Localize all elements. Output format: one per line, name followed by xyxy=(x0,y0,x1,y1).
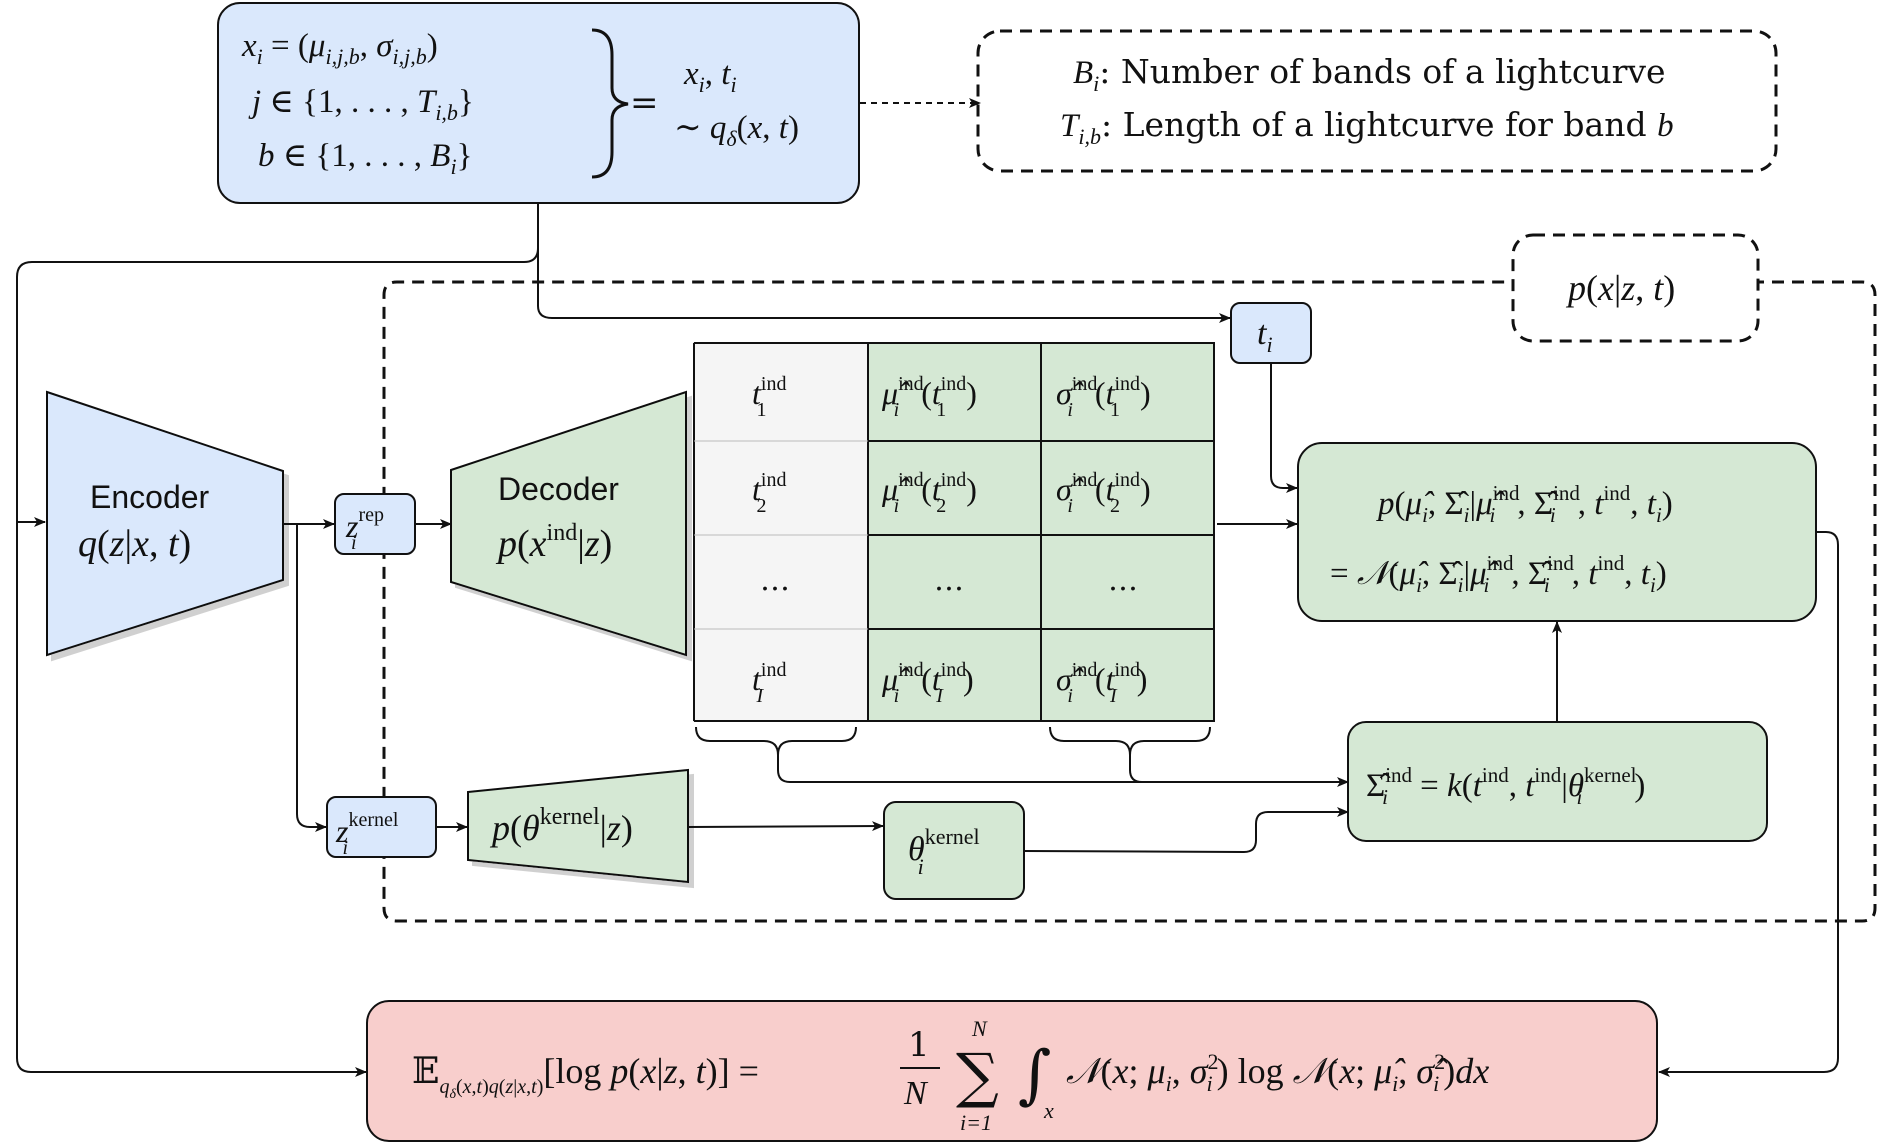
table-row-3-sigma: … xyxy=(1108,563,1138,598)
theta-to-kernel-line xyxy=(1023,807,1349,854)
encoder-to-zkernel-line xyxy=(296,524,327,832)
decoder-title: Decoder xyxy=(498,471,619,507)
theta-kernel-box xyxy=(883,801,1025,900)
input-line-3: b ∈ {1, . . . , Bi} xyxy=(258,138,472,179)
objective-sum-top: N xyxy=(971,1016,988,1041)
model-region xyxy=(382,280,1877,923)
likelihood-box xyxy=(1297,442,1817,622)
input-eq: = xyxy=(630,83,659,123)
objective-box xyxy=(366,1000,1658,1142)
objective-sum-bot: i=1 xyxy=(960,1110,992,1135)
objective-integral-sub: x xyxy=(1043,1098,1054,1123)
kernel-decoder-shape xyxy=(467,768,689,884)
objective-sum: ∑ xyxy=(956,1041,999,1111)
objective-frac-den: N xyxy=(903,1075,929,1112)
input-rhs-1: xi, ti xyxy=(683,56,737,97)
table-row-3-mu: … xyxy=(934,563,964,598)
ti-to-likelihood-line xyxy=(1270,363,1298,493)
t-column-brace xyxy=(695,726,857,756)
encoder-shape xyxy=(46,390,284,657)
likelihood-to-objective-line xyxy=(1658,531,1839,1077)
decoder-formula: p(xind|z) xyxy=(495,520,612,565)
objective-integral: ∫ xyxy=(1018,1038,1051,1112)
indexed-points-table xyxy=(693,342,1215,722)
input-line-1: xi = (μi,j,b, σi,j,b) xyxy=(241,28,438,69)
kdecoder-to-theta-arrow xyxy=(687,821,884,832)
model-label: p(x|z, t) xyxy=(1565,268,1675,308)
input-to-objective-line xyxy=(16,522,367,1077)
table-row-3-t: … xyxy=(760,563,790,598)
objective-frac-num: 1 xyxy=(908,1025,930,1065)
input-to-ti-line xyxy=(537,203,1231,323)
input-rhs-2: ∼ qδ(x, t) xyxy=(674,110,799,151)
decoder-shape xyxy=(450,390,687,657)
model-label-box xyxy=(1511,233,1760,343)
input-line-2: j ∈ {1, . . . , Ti,b} xyxy=(248,84,474,125)
t-i-label: ti xyxy=(1257,315,1273,357)
legend-line-2: Ti,b: Length of a lightcurve for band b xyxy=(1060,105,1674,149)
braces-to-kernel-line xyxy=(777,755,1349,787)
sigma-brace-connector xyxy=(1129,755,1143,783)
objective-lhs: 𝔼qδ(x,t)q(z|x,t)[log p(x|z, t)] = xyxy=(412,1051,759,1102)
kernel-decoder-formula: p(θkernel|z) xyxy=(489,804,633,848)
legend-line-1: Bi: Number of bands of a lightcurve xyxy=(1073,52,1666,96)
input-brace xyxy=(591,28,629,179)
encoder-formula: q(z|x, t) xyxy=(78,523,191,565)
sigma-column-brace xyxy=(1049,726,1211,756)
encoder-title: Encoder xyxy=(90,479,210,515)
